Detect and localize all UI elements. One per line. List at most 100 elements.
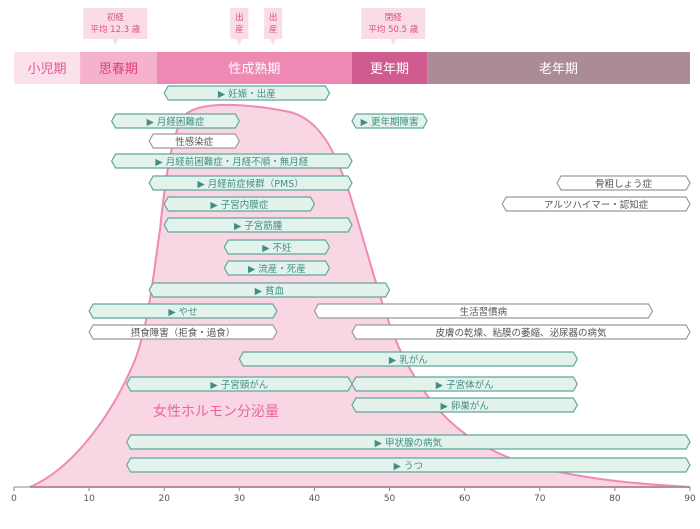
bar-6: 骨粗しょう症 bbox=[556, 175, 691, 191]
callout-text: 初経 bbox=[107, 12, 125, 23]
x-tick-label: 70 bbox=[534, 494, 546, 504]
bar-shape bbox=[148, 282, 391, 298]
bar-label-text: 骨粗しょう症 bbox=[595, 178, 653, 190]
arrow-icon: ▶ bbox=[255, 286, 265, 297]
bar-label: ▶ 月経困難症 bbox=[147, 116, 205, 128]
x-tick-label: 60 bbox=[459, 494, 471, 504]
bar-8: アルツハイマー・認知症 bbox=[501, 196, 691, 212]
bar-label: ▶ 子宮内膜症 bbox=[210, 199, 268, 211]
bar-label-text: 甲状腺の病気 bbox=[385, 437, 443, 449]
bar-label: ▶ やせ bbox=[168, 307, 197, 318]
bar-9: ▶ 子宮筋腫 bbox=[163, 217, 353, 233]
bar-12: ▶ 貧血 bbox=[148, 282, 391, 298]
callout-bubble bbox=[264, 8, 283, 45]
bar-shape bbox=[125, 376, 353, 392]
bar-shape bbox=[125, 434, 691, 450]
bar-11: ▶ 流産・死産 bbox=[223, 260, 331, 276]
bar-label: ▶ 子宮頸がん bbox=[210, 379, 268, 391]
stage-label: 性成熟期 bbox=[228, 61, 280, 77]
callout-text: 産 bbox=[269, 24, 278, 35]
x-tick-label: 20 bbox=[158, 494, 170, 504]
stage-2: 性成熟期 bbox=[156, 52, 352, 84]
stage-band bbox=[352, 52, 428, 84]
bar-label: ▶ 甲状腺の病気 bbox=[375, 437, 443, 449]
bar-label-text: 子宮体がん bbox=[446, 379, 494, 391]
bar-label-text: うつ bbox=[404, 461, 423, 472]
bar-14: 生活習慣病 bbox=[313, 303, 654, 319]
bar-shape bbox=[556, 175, 691, 191]
bar-label: ▶ 卵巣がん bbox=[440, 400, 488, 412]
arrow-icon: ▶ bbox=[361, 117, 371, 128]
callout-text: 産 bbox=[235, 24, 244, 35]
bar-18: ▶ 子宮頸がん bbox=[125, 376, 353, 392]
arrow-icon: ▶ bbox=[389, 355, 399, 366]
bar-shape bbox=[351, 324, 691, 340]
bar-shape bbox=[351, 113, 428, 129]
bar-label-text: 妊娠・出産 bbox=[228, 88, 276, 100]
arrow-icon: ▶ bbox=[375, 438, 385, 449]
bar-shape bbox=[163, 196, 316, 212]
bar-22: ▶ うつ bbox=[125, 457, 691, 473]
callout-2: 出産 bbox=[264, 8, 283, 45]
bar-label-text: 子宮内膜症 bbox=[221, 199, 269, 211]
bar-label-text: 皮膚の乾燥、粘膜の萎縮、泌尿器の病気 bbox=[435, 327, 607, 339]
bar-label: ▶ 更年期障害 bbox=[361, 116, 419, 128]
arrow-icon: ▶ bbox=[210, 200, 220, 211]
bar-label: アルツハイマー・認知症 bbox=[544, 199, 649, 211]
stage-4: 老年期 bbox=[427, 52, 690, 84]
stage-0: 小児期 bbox=[14, 52, 81, 84]
bar-label-text: 月経前困難症・月経不順・無月経 bbox=[166, 156, 309, 168]
bar-shape bbox=[313, 303, 654, 319]
bar-shape bbox=[148, 133, 241, 149]
bar-label: ▶ 流産・死産 bbox=[248, 263, 306, 275]
callout-text: 閉経 bbox=[385, 12, 403, 23]
callout-1: 出産 bbox=[230, 8, 249, 45]
arrow-icon: ▶ bbox=[248, 264, 258, 275]
bar-shape bbox=[125, 457, 691, 473]
bar-label-text: 子宮筋腫 bbox=[244, 220, 283, 232]
bar-label-text: やせ bbox=[179, 307, 198, 318]
bar-20: ▶ 卵巣がん bbox=[351, 397, 579, 413]
stage-3: 更年期 bbox=[352, 52, 428, 84]
arrow-icon: ▶ bbox=[440, 401, 450, 412]
callout-bubble bbox=[361, 8, 426, 45]
x-tick-label: 30 bbox=[234, 494, 246, 504]
bar-19: ▶ 子宮体がん bbox=[351, 376, 579, 392]
bar-label: ▶ 子宮筋腫 bbox=[234, 220, 283, 232]
bar-shape bbox=[223, 239, 331, 255]
bar-17: ▶ 乳がん bbox=[238, 351, 579, 367]
bar-shape bbox=[88, 303, 278, 319]
bar-shape bbox=[238, 351, 579, 367]
arrow-icon: ▶ bbox=[234, 221, 244, 232]
stage-band bbox=[156, 52, 352, 84]
bar-shape bbox=[148, 175, 353, 191]
bar-label-text: 貧血 bbox=[265, 285, 285, 297]
bar-label-text: 卵巣がん bbox=[451, 400, 489, 412]
bar-label: 骨粗しょう症 bbox=[595, 178, 653, 190]
stage-label: 思春期 bbox=[99, 62, 138, 77]
bar-13: ▶ やせ bbox=[88, 303, 278, 319]
x-tick-label: 80 bbox=[609, 494, 621, 504]
bar-label-text: アルツハイマー・認知症 bbox=[544, 199, 649, 211]
bar-0: ▶ 妊娠・出産 bbox=[163, 85, 331, 101]
hormone-label: 女性ホルモン分泌量 bbox=[153, 403, 279, 420]
bar-label-text: 月経前症候群（PMS） bbox=[208, 178, 304, 190]
bar-16: 皮膚の乾燥、粘膜の萎縮、泌尿器の病気 bbox=[351, 324, 691, 340]
bar-shape bbox=[163, 217, 353, 233]
x-tick-label: 10 bbox=[83, 494, 95, 504]
bar-label-text: 子宮頸がん bbox=[221, 379, 269, 391]
bar-label: ▶ 不妊 bbox=[262, 242, 292, 254]
bar-shape bbox=[351, 376, 579, 392]
stage-label: 小児期 bbox=[28, 62, 67, 77]
bar-shape bbox=[223, 260, 331, 276]
bar-21: ▶ 甲状腺の病気 bbox=[125, 434, 691, 450]
bar-shape bbox=[163, 85, 331, 101]
arrow-icon: ▶ bbox=[197, 179, 207, 190]
bar-label-text: 摂食障害（拒食・過食） bbox=[131, 327, 236, 339]
bar-7: ▶ 子宮内膜症 bbox=[163, 196, 316, 212]
bar-label: ▶ 乳がん bbox=[389, 354, 428, 366]
bar-shape bbox=[501, 196, 691, 212]
bar-label: 性感染症 bbox=[175, 136, 214, 148]
bar-2: ▶ 更年期障害 bbox=[351, 113, 428, 129]
